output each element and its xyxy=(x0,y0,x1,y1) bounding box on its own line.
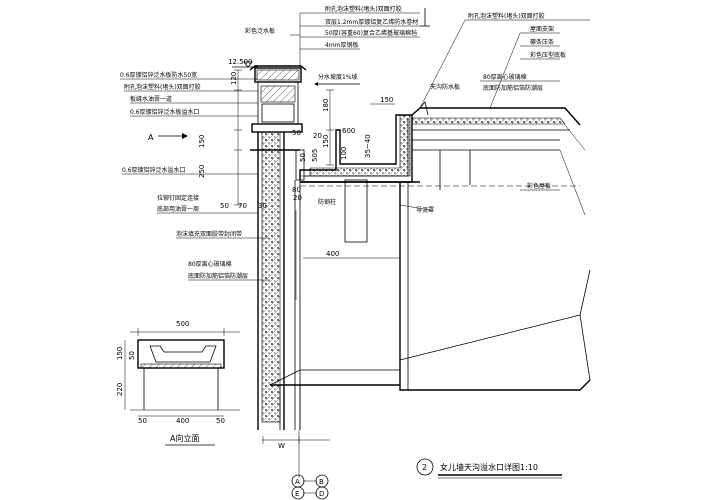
section-arrow-a: A xyxy=(148,133,188,142)
roof-panel xyxy=(411,101,586,216)
ann-mid-3: 导流罩 xyxy=(416,206,434,214)
detail-number: 2 xyxy=(422,463,427,472)
ann-left-1: 0.6厚镀铝锌泛水板防水50宽 xyxy=(120,71,197,79)
dim-150-left: 150 xyxy=(198,135,206,148)
dim-80: 80 xyxy=(292,186,301,194)
ann-right-1: 附孔泡沫塑料(堵头)双面打胶 xyxy=(468,12,545,20)
elev-dim-500: 500 xyxy=(176,320,189,328)
axis-e-label: E xyxy=(295,490,299,498)
ann-right-5: 彩色压型底板 xyxy=(530,51,566,59)
dim-70: 70 xyxy=(238,202,247,210)
dim-505: 505 xyxy=(311,149,319,162)
top-elevation-mark: 12.500 xyxy=(228,8,430,68)
elev-dim-50: 50 xyxy=(128,351,136,360)
ann-top-2: 双层1.2mm厚镀铝复乙烯防水卷材 xyxy=(325,18,418,26)
ann-left-4: 0.6厚镀铝锌泛水板溢水口 xyxy=(130,108,200,116)
ann-left-3: 板缝水油膏一道 xyxy=(130,95,172,103)
ann-left-9: 80厚离心玻璃棉 xyxy=(188,260,232,268)
left-annotations: 0.6厚镀铝锌泛水板防水50宽 附孔泡沫塑料(堵头)双面打胶 板缝水油膏一道 0… xyxy=(120,71,270,281)
section-arrow-label: A xyxy=(148,133,154,142)
elevation-title: A向立面 xyxy=(170,433,199,443)
dim-35-40: 35~40 xyxy=(364,134,372,158)
top-annotations: 附孔泡沫塑料(堵头)双面打胶 双层1.2mm厚镀铝复乙烯防水卷材 50厚(容重6… xyxy=(245,5,420,68)
ann-left-8: 泡沫填充双面胶带封闭带 xyxy=(176,230,242,238)
axis-bubble-e xyxy=(291,486,305,500)
parapet-wall xyxy=(250,131,305,430)
dimension-chain-left: 120 150 250 50 70 xyxy=(198,69,247,210)
ann-mid-2: 防钢柱 xyxy=(318,198,336,206)
axis-d-label: D xyxy=(319,490,324,498)
detail-title-block: 2 女儿墙天沟溢水口详图1:10 xyxy=(416,458,562,479)
elev-dim-220: 220 xyxy=(116,383,124,396)
detail-title: 女儿墙天沟溢水口详图1:10 xyxy=(440,462,538,472)
ann-top-1: 附孔泡沫塑料(堵头)双面打胶 xyxy=(325,5,402,13)
axis-a-label: A xyxy=(295,478,300,486)
ann-left-2: 附孔泡沫塑料(堵头)双面打胶 xyxy=(124,83,201,91)
ann-left-10: 底面防加筋铝箔防潮层 xyxy=(188,272,248,280)
ann-right-8: 彩色屋板 xyxy=(527,182,551,190)
middle-annotations: 分水坡度1%坡 防钢柱 导流罩 xyxy=(314,73,434,214)
ann-right-3: 屋面支架 xyxy=(530,25,554,33)
elev-dim-150: 150 xyxy=(116,347,124,360)
dim-50-cap: 50 xyxy=(292,129,301,137)
ann-mid-1: 分水坡度1%坡 xyxy=(318,73,358,81)
elev-dim-50b: 50 xyxy=(138,417,147,425)
axis-b-label: B xyxy=(319,478,324,486)
dim-600: 600 xyxy=(342,127,355,135)
ann-right-2: 天沟防水板 xyxy=(430,83,460,91)
dim-150-top: 150 xyxy=(380,96,393,104)
axis-bubble-d xyxy=(315,486,329,500)
dim-w: W xyxy=(278,442,285,450)
elev-12500: 12.500 xyxy=(228,58,253,66)
dim-150-gutter: 150 xyxy=(322,135,330,148)
ann-top-3: 50厚(容重60)复合乙烯基玻璃棉毡 xyxy=(325,29,417,37)
dim-120: 120 xyxy=(230,72,238,85)
elev-dim-400: 400 xyxy=(176,417,189,425)
dim-180: 180 xyxy=(322,99,330,112)
dim-20: 20 xyxy=(313,132,322,140)
detail-number-bubble xyxy=(416,458,434,476)
ann-right-6: 80厚离心玻璃棉 xyxy=(483,73,527,81)
dimension-chain-gutter: 180 150 600 20 505 50 100 35~40 150 30 5… xyxy=(258,89,400,259)
axis-lines: W A B E D xyxy=(262,430,330,500)
elev-dim-50c: 50 xyxy=(216,417,225,425)
dim-100: 100 xyxy=(340,147,348,160)
right-annotations: 附孔泡沫塑料(堵头)双面打胶 天沟防水板 屋面支架 檩条压条 彩色压型底板 80… xyxy=(419,12,590,191)
dim-20b: 20 xyxy=(293,194,302,202)
ann-left-7: 底部用油膏一周 xyxy=(157,205,199,213)
ann-left-6: 拉铆钉固定连接 xyxy=(157,194,199,202)
dim-50-gutter: 50 xyxy=(299,153,307,162)
ann-left-5: 0.6厚镀铝锌泛水溢水口 xyxy=(122,166,186,174)
building-outline xyxy=(269,182,591,430)
ann-right-4: 檩条压条 xyxy=(530,38,554,46)
ann-top-4: 4mm厚钢板 xyxy=(325,41,359,49)
dim-30: 30 xyxy=(258,202,267,210)
elevation-a-detail: 500 150 50 220 400 50 50 A向立面 xyxy=(116,320,240,446)
ann-right-7: 底面防加筋铝箔防潮层 xyxy=(483,84,543,92)
ann-color-board: 彩色泛水板 xyxy=(245,27,275,35)
dim-250: 250 xyxy=(198,165,206,178)
arrow-head-icon xyxy=(182,133,188,139)
parapet-cap xyxy=(249,65,307,133)
dim-400: 400 xyxy=(326,250,339,258)
dim-50-left: 50 xyxy=(220,202,229,210)
